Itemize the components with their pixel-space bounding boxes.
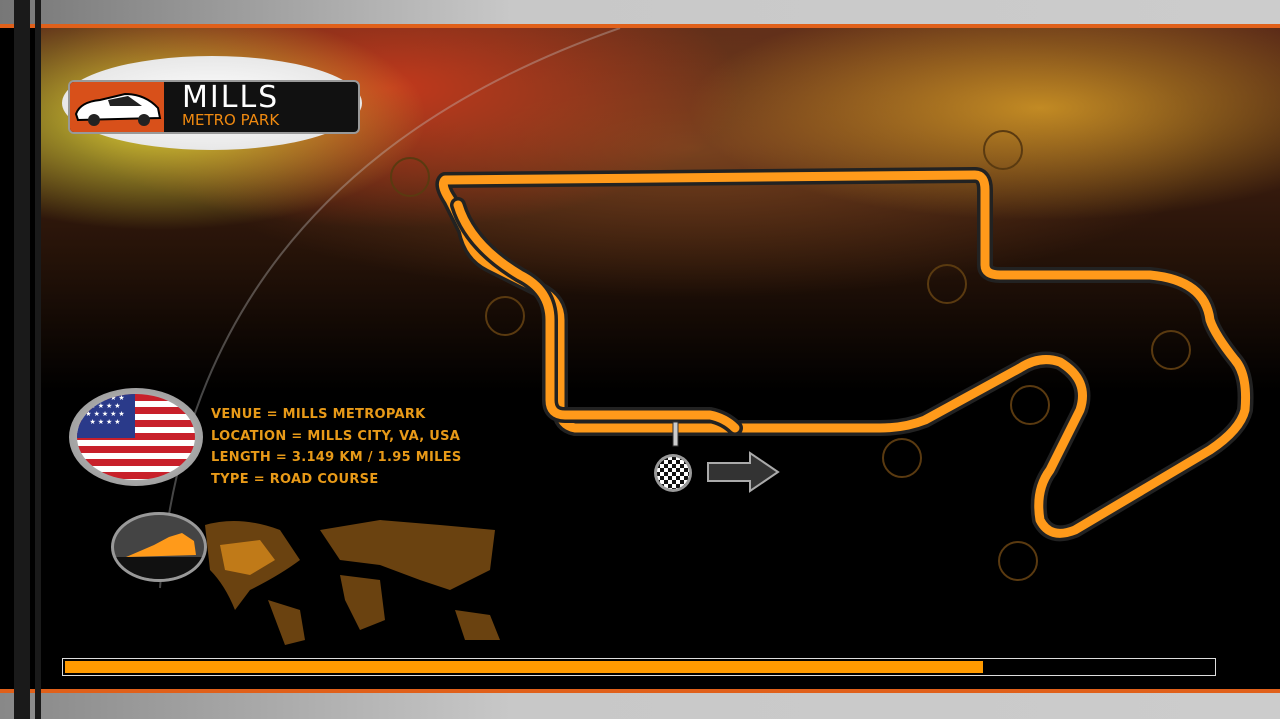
type-text: TYPE = ROAD COURSE [211, 471, 379, 487]
track-logo: MILLS METRO PARK [62, 56, 362, 150]
track-info: VENUE = MILLS METROPARK LOCATION = MILLS… [211, 404, 462, 490]
checkered-flag-icon [654, 454, 692, 492]
car-icon [70, 82, 164, 132]
location-text: LOCATION = MILLS CITY, VA, USA [211, 428, 461, 444]
frame-line-top [0, 24, 1280, 28]
us-flag-icon: ★★★★★ ★★★★ ★★★★★ ★★★★ [69, 388, 203, 486]
virginia-map-icon [111, 512, 207, 582]
arrow-right-icon [707, 451, 780, 493]
loading-progress-fill [65, 661, 983, 673]
decor-circles [390, 130, 1191, 581]
venue-text: VENUE = MILLS METROPARK [211, 407, 426, 422]
world-map-icon [205, 520, 500, 645]
loading-progress-bar [62, 658, 1216, 676]
frame-line-bottom [0, 689, 1280, 693]
logo-title: MILLS [182, 80, 280, 115]
top-frame [0, 0, 1280, 24]
usa-highlight [220, 540, 275, 575]
frame-bar [14, 0, 30, 719]
frame-bar [35, 0, 41, 719]
bottom-frame [0, 693, 1280, 719]
logo-subtitle: METRO PARK [182, 111, 280, 129]
length-text: LENGTH = 3.149 KM / 1.95 MILES [211, 450, 462, 465]
